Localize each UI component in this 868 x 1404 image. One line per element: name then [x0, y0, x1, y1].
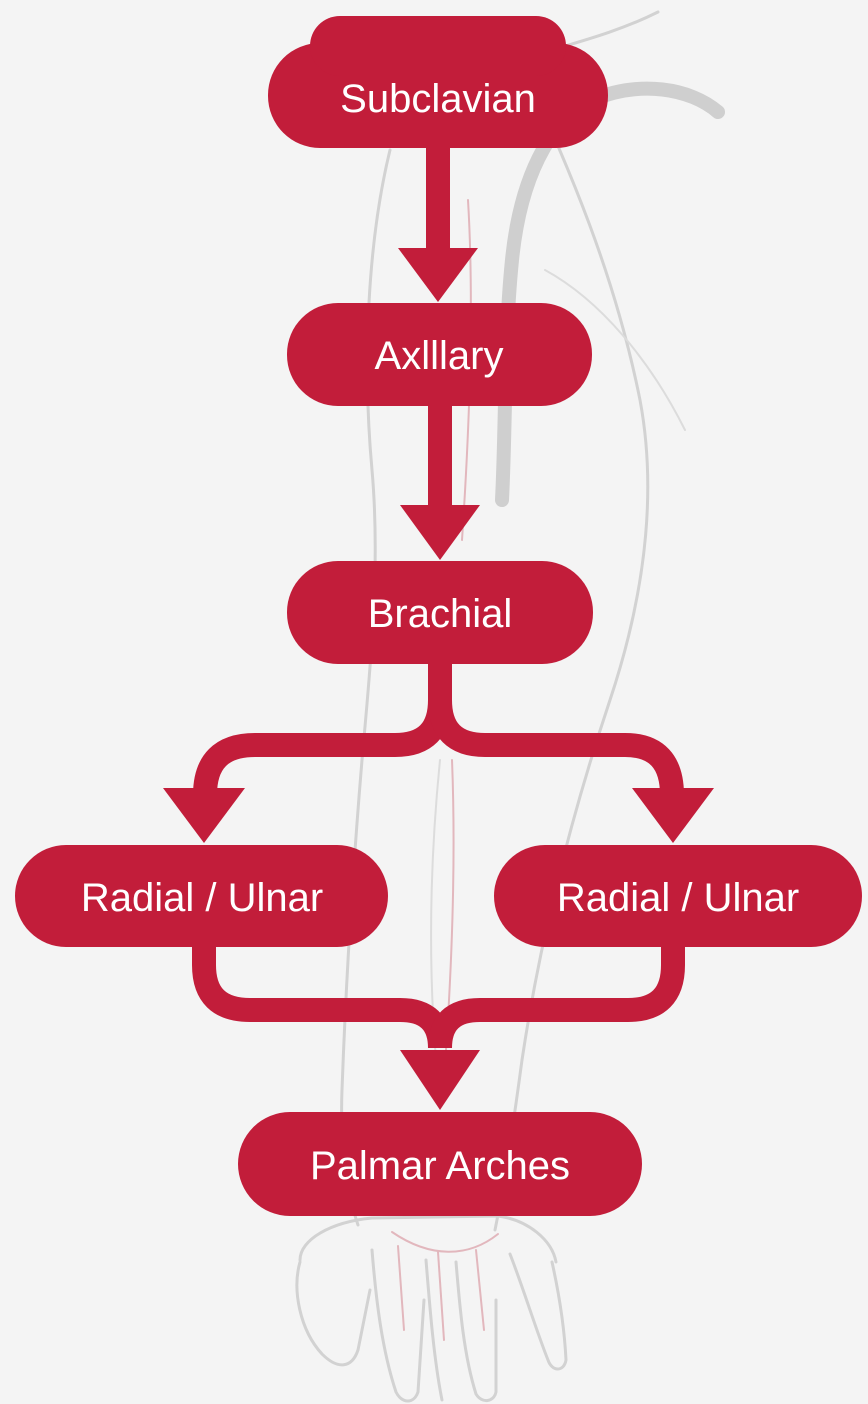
node-radial-ulnar-left: Radial / Ulnar: [15, 845, 388, 947]
arm-inner-contour: [544, 269, 686, 431]
hand-illustration: [295, 1214, 568, 1403]
node-label-brachial: Brachial: [368, 592, 513, 636]
node-label-radial-ulnar-left: Radial / Ulnar: [81, 876, 323, 920]
flow-connectors: [163, 140, 714, 1110]
arrowhead-brachial: [400, 505, 480, 560]
node-label-palmar-arches: Palmar Arches: [310, 1144, 570, 1188]
arrowhead-axillary: [398, 248, 478, 302]
connector-merge-left: [192, 940, 452, 1049]
node-brachial: Brachial: [287, 561, 593, 664]
connector-brachial-split-left: [193, 655, 452, 796]
arrowhead-radial-left: [163, 788, 245, 843]
humerus-bone: [495, 81, 725, 507]
node-radial-ulnar-right: Radial / Ulnar: [494, 845, 862, 947]
node-label-radial-ulnar-right: Radial / Ulnar: [557, 876, 799, 920]
node-label-axillary: Axlllary: [375, 334, 504, 378]
node-palmar-arches: Palmar Arches: [238, 1112, 642, 1216]
node-label-subclavian: Subclavian: [340, 77, 536, 121]
node-axillary: Axlllary: [287, 303, 592, 406]
flow-nodes: Subclavian Axlllary Brachial Radial / Ul…: [15, 16, 862, 1216]
arrowhead-radial-right: [632, 788, 714, 843]
node-subclavian: Subclavian: [268, 16, 608, 148]
connector-brachial-split-right: [428, 699, 684, 796]
arrowhead-palmar: [400, 1050, 480, 1110]
connector-merge-right: [428, 940, 685, 1049]
